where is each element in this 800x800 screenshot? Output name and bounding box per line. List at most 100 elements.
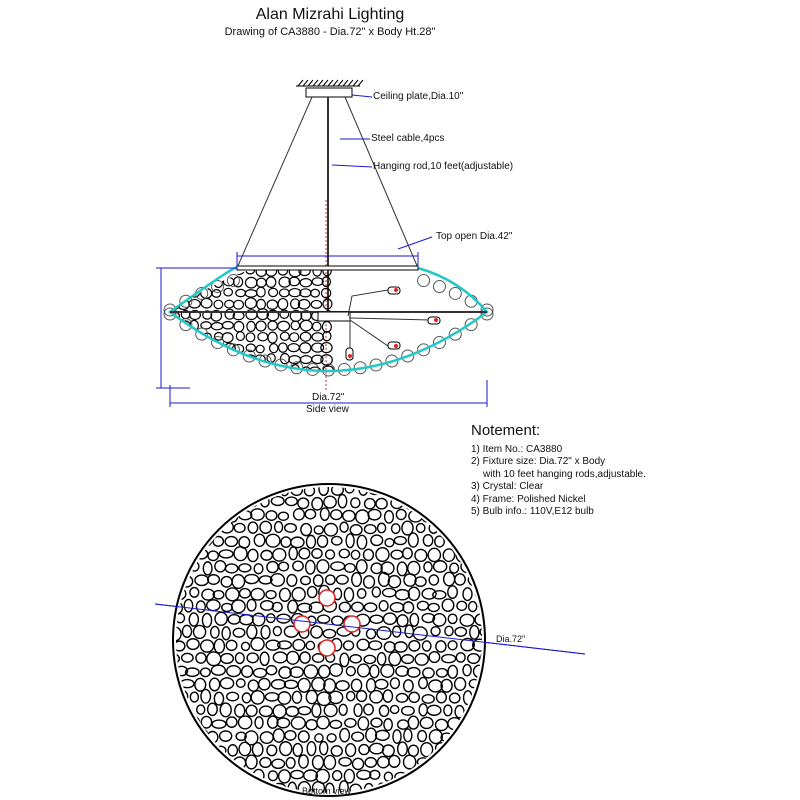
crystal <box>410 487 422 498</box>
crystal <box>185 535 200 549</box>
crystal <box>267 320 278 331</box>
crystal <box>401 520 414 536</box>
crystal <box>306 585 318 599</box>
crystal <box>167 342 180 354</box>
crystal <box>343 768 356 784</box>
crystal <box>299 342 312 354</box>
crystal <box>422 533 434 547</box>
crystal <box>271 601 283 613</box>
crystal <box>416 782 430 793</box>
crystal <box>335 574 349 585</box>
crystal <box>277 511 290 522</box>
hatch-line <box>337 79 344 87</box>
crystal <box>350 549 361 560</box>
crystal <box>270 678 287 690</box>
crystal <box>464 550 481 560</box>
crystal-edge-bead <box>448 286 462 300</box>
crystal-pattern-side <box>166 265 334 397</box>
crystal <box>441 521 454 536</box>
crystal <box>310 625 324 639</box>
crystal <box>462 663 472 677</box>
crystal <box>283 522 298 533</box>
crystal <box>428 651 441 664</box>
crystal <box>428 780 442 793</box>
crystal <box>339 652 350 668</box>
crystal <box>338 601 352 613</box>
crystal <box>260 624 271 640</box>
crystal <box>176 495 182 510</box>
crystal <box>338 780 349 793</box>
crystal <box>224 308 236 320</box>
crystal <box>250 636 265 652</box>
crystal <box>448 487 460 497</box>
crystal <box>299 277 313 288</box>
crystal <box>388 651 402 667</box>
crystal <box>328 690 344 705</box>
crystal <box>428 574 440 586</box>
crystal <box>330 487 345 496</box>
crystal <box>427 547 442 563</box>
crystal <box>212 589 225 600</box>
crystal <box>299 331 312 342</box>
crystal <box>211 289 222 298</box>
crystal <box>471 536 482 546</box>
crystal <box>176 548 182 563</box>
crystal <box>454 573 466 586</box>
crystal <box>278 276 291 288</box>
crystal <box>222 386 234 397</box>
crystal <box>284 496 299 507</box>
crystal <box>277 769 291 784</box>
crystal <box>474 768 482 784</box>
crystal <box>297 677 311 693</box>
crystal <box>292 560 304 572</box>
crystal <box>305 534 317 549</box>
crystal <box>440 653 457 664</box>
crystal <box>469 624 480 640</box>
crystal <box>383 510 395 524</box>
crystal <box>320 354 333 366</box>
crystal <box>420 741 434 758</box>
crystal <box>231 599 246 614</box>
crystal <box>234 652 245 665</box>
crystal <box>290 320 301 331</box>
crystal <box>344 562 356 573</box>
crystal-edge-bead <box>432 280 446 294</box>
crystal <box>389 677 401 690</box>
crystal <box>218 730 233 742</box>
crystal <box>299 288 312 298</box>
crystal <box>201 612 213 628</box>
crystal <box>176 731 182 744</box>
crystal <box>356 769 372 781</box>
crystal <box>277 297 289 311</box>
crystal <box>198 265 212 277</box>
crystal <box>240 665 254 678</box>
ceiling-hatch <box>296 79 364 87</box>
crystal <box>265 639 281 651</box>
crystal <box>210 267 224 277</box>
crystal <box>349 654 363 664</box>
crystal <box>378 704 390 718</box>
crystal <box>300 389 309 397</box>
crystal <box>313 525 324 535</box>
crystal <box>224 299 235 309</box>
crystal <box>481 676 482 692</box>
crystal <box>188 298 201 309</box>
crystal <box>423 561 433 573</box>
crystal <box>427 602 440 613</box>
crystal <box>196 497 207 509</box>
crystal <box>181 624 193 638</box>
crystal <box>288 276 301 287</box>
crystal <box>257 677 271 691</box>
crystal <box>415 522 426 534</box>
crystal <box>223 287 234 297</box>
crystal <box>480 730 482 744</box>
crystal <box>267 770 279 782</box>
crystal <box>416 496 429 511</box>
crystal <box>406 666 421 678</box>
crystal <box>188 612 200 627</box>
crystal <box>306 741 317 757</box>
crystal <box>183 494 194 509</box>
crystal <box>414 652 429 666</box>
crystal <box>421 612 436 624</box>
crystal <box>432 613 447 627</box>
